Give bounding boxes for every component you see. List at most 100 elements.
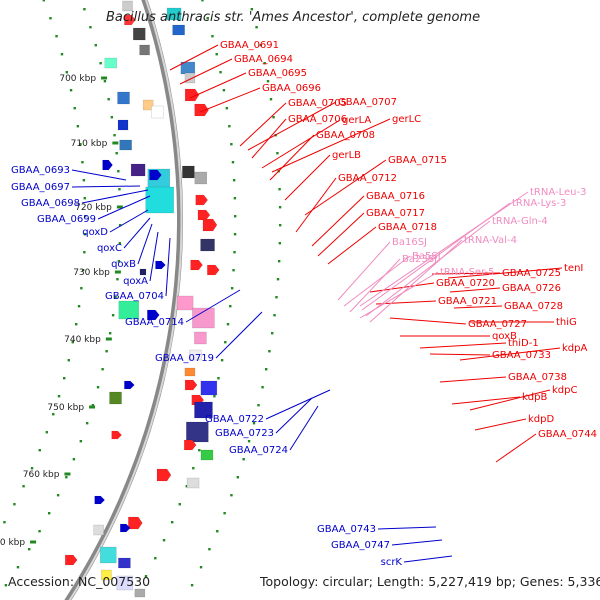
gene-label[interactable]: GBAA_0738 [508,372,567,383]
leader-line [343,255,411,307]
gene-label[interactable]: tRNA-Ser-5 [440,267,495,278]
track-dot [220,359,224,362]
gene-box [184,367,196,377]
track-dot [81,269,85,272]
gene-label[interactable]: tenI [564,263,583,274]
leader-line [189,72,247,99]
track-dot [71,341,74,344]
gene-label[interactable]: qoxB [492,331,517,342]
track-dot [266,80,270,83]
gene-label[interactable]: GBAA_0743 [317,524,376,535]
gene-label[interactable]: GBAA_0704 [105,291,164,302]
gene-label[interactable]: tRNA-Leu-3 [530,187,586,198]
gene-label[interactable]: GBAA_0695 [248,68,307,79]
track-dot [252,422,256,425]
forward-gene-leaders: GBAA_0691GBAA_0694GBAA_0695GBAA_0696GBAA… [169,40,597,463]
gene-label[interactable]: GBAA_0719 [155,353,214,364]
gene-label[interactable]: GBAA_0691 [220,40,279,51]
gene-label[interactable]: scrK [381,557,403,568]
gene-arrow [197,209,211,221]
gene-label[interactable]: GBAA_0696 [262,83,321,94]
leader-line [185,289,241,323]
gene-label[interactable]: GBAA_0720 [436,278,495,289]
gene-label[interactable]: GBAA_0717 [366,208,425,219]
gene-label[interactable]: thiD-1 [508,338,539,349]
track-dot [276,278,280,281]
kbp-label: 760 kbp [23,470,60,480]
track-dot [225,107,229,110]
gene-box [192,307,215,329]
gene-label[interactable]: kdpB [522,392,547,403]
gene-label[interactable]: GBAA_0705 [288,98,347,109]
gene-label[interactable]: GBAA_0716 [366,191,425,202]
track-dot [278,224,282,227]
gene-label[interactable]: GBAA_0714 [125,317,184,328]
gene-label[interactable]: gerLA [342,115,371,126]
gene-label[interactable]: kdpA [562,343,587,354]
gene-label[interactable]: qoxB [111,259,136,270]
track-dot [276,152,279,155]
gene-label[interactable]: GBAA_0706 [288,114,347,125]
gene-label[interactable]: GBAA_0726 [502,283,561,294]
leader-line [369,239,463,323]
track-dot [217,377,220,380]
gene-arrow [124,14,136,26]
gene-label[interactable]: GBAA_0699 [37,214,96,225]
gene-label[interactable]: GBAA_0712 [338,173,397,184]
kbp-label: 730 kbp [73,268,110,278]
gene-label[interactable]: GBAA_0747 [331,540,390,551]
gene-label[interactable]: gerLC [392,114,421,125]
gene-box [117,91,130,105]
gene-label[interactable]: GBAA_0723 [215,428,274,439]
gene-label[interactable]: GBAA_0693 [11,165,70,176]
track-dot [83,215,87,218]
gene-label[interactable]: tRNA-Val-4 [464,235,517,246]
gene-label[interactable]: GBAA_0744 [538,429,597,440]
track-dot [60,53,64,56]
gene-label[interactable]: qoxC [97,243,122,254]
gene-label[interactable]: GBAA_0715 [388,155,447,166]
gene-label[interactable]: GBAA_0733 [492,350,551,361]
leader-line [429,353,491,356]
genome-backbone [64,0,183,600]
gene-label[interactable]: GBAA_0722 [205,414,264,425]
gene-label[interactable]: GBAA_0721 [438,296,497,307]
gene-box [104,57,118,69]
gene-label[interactable]: thiG [556,317,577,328]
leader-line [97,195,151,220]
gene-label[interactable]: Ba23SJ [402,254,437,265]
gene-label[interactable]: Ba16SJ [392,237,427,248]
gene-label[interactable]: tRNA-Gln-4 [492,216,548,227]
track-dot [79,143,82,146]
gene-label[interactable]: tRNA-Lys-3 [512,198,566,209]
gene-label[interactable]: GBAA_0728 [504,301,563,312]
accession-text: Accession: NC_007530 [8,574,150,589]
gene-label[interactable]: GBAA_0718 [378,222,437,233]
gene-label[interactable]: GBAA_0708 [316,130,375,141]
gene-label[interactable]: Ba5SJ [412,251,441,262]
gene-label[interactable]: GBAA_0698 [21,198,80,209]
gene-label[interactable]: GBAA_0727 [468,319,527,330]
gene-label[interactable]: GBAA_0694 [234,54,293,65]
track-dot [201,0,204,2]
track-dot [226,323,230,326]
gene-box [142,99,154,111]
gene-label[interactable]: GBAA_0724 [229,445,288,456]
gene-label[interactable]: gerLB [332,150,361,161]
gene-label[interactable]: qoxD [82,227,108,238]
track-dot [118,188,121,191]
track-dot [215,53,218,56]
gene-label[interactable]: GBAA_0707 [338,97,397,108]
track-dot [57,395,61,398]
track-dot [81,161,84,164]
map-title: Bacillus anthracis str. 'Ames Ancestor',… [106,10,480,25]
track-dot [82,179,86,182]
gene-label[interactable]: qoxA [123,276,148,287]
gene-label[interactable]: GBAA_0697 [11,182,70,193]
track-dot [232,269,235,272]
gene-label[interactable]: kdpC [552,385,577,396]
track-dot [108,332,112,335]
gene-label[interactable]: GBAA_0725 [502,268,561,279]
track-dot [80,287,83,290]
gene-label[interactable]: kdpD [528,414,554,425]
